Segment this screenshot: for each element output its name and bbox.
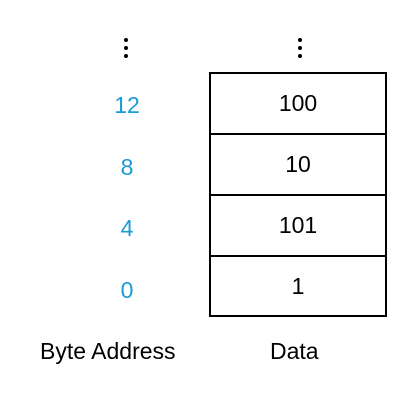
memory-cell-8: 10 [211,133,385,194]
memory-table: 100 10 101 1 [209,72,387,317]
address-ellipsis-icon [120,36,132,60]
memory-cell-0: 1 [211,255,385,316]
memory-cell-4: 101 [211,194,385,255]
address-12: 12 [114,92,140,118]
memory-cell-12: 100 [211,72,385,133]
data-label: Data [270,338,319,364]
address-8: 8 [120,154,134,180]
data-ellipsis-icon [294,36,306,60]
address-0: 0 [120,277,134,303]
address-4: 4 [120,215,134,241]
byte-address-label: Byte Address [40,338,176,364]
